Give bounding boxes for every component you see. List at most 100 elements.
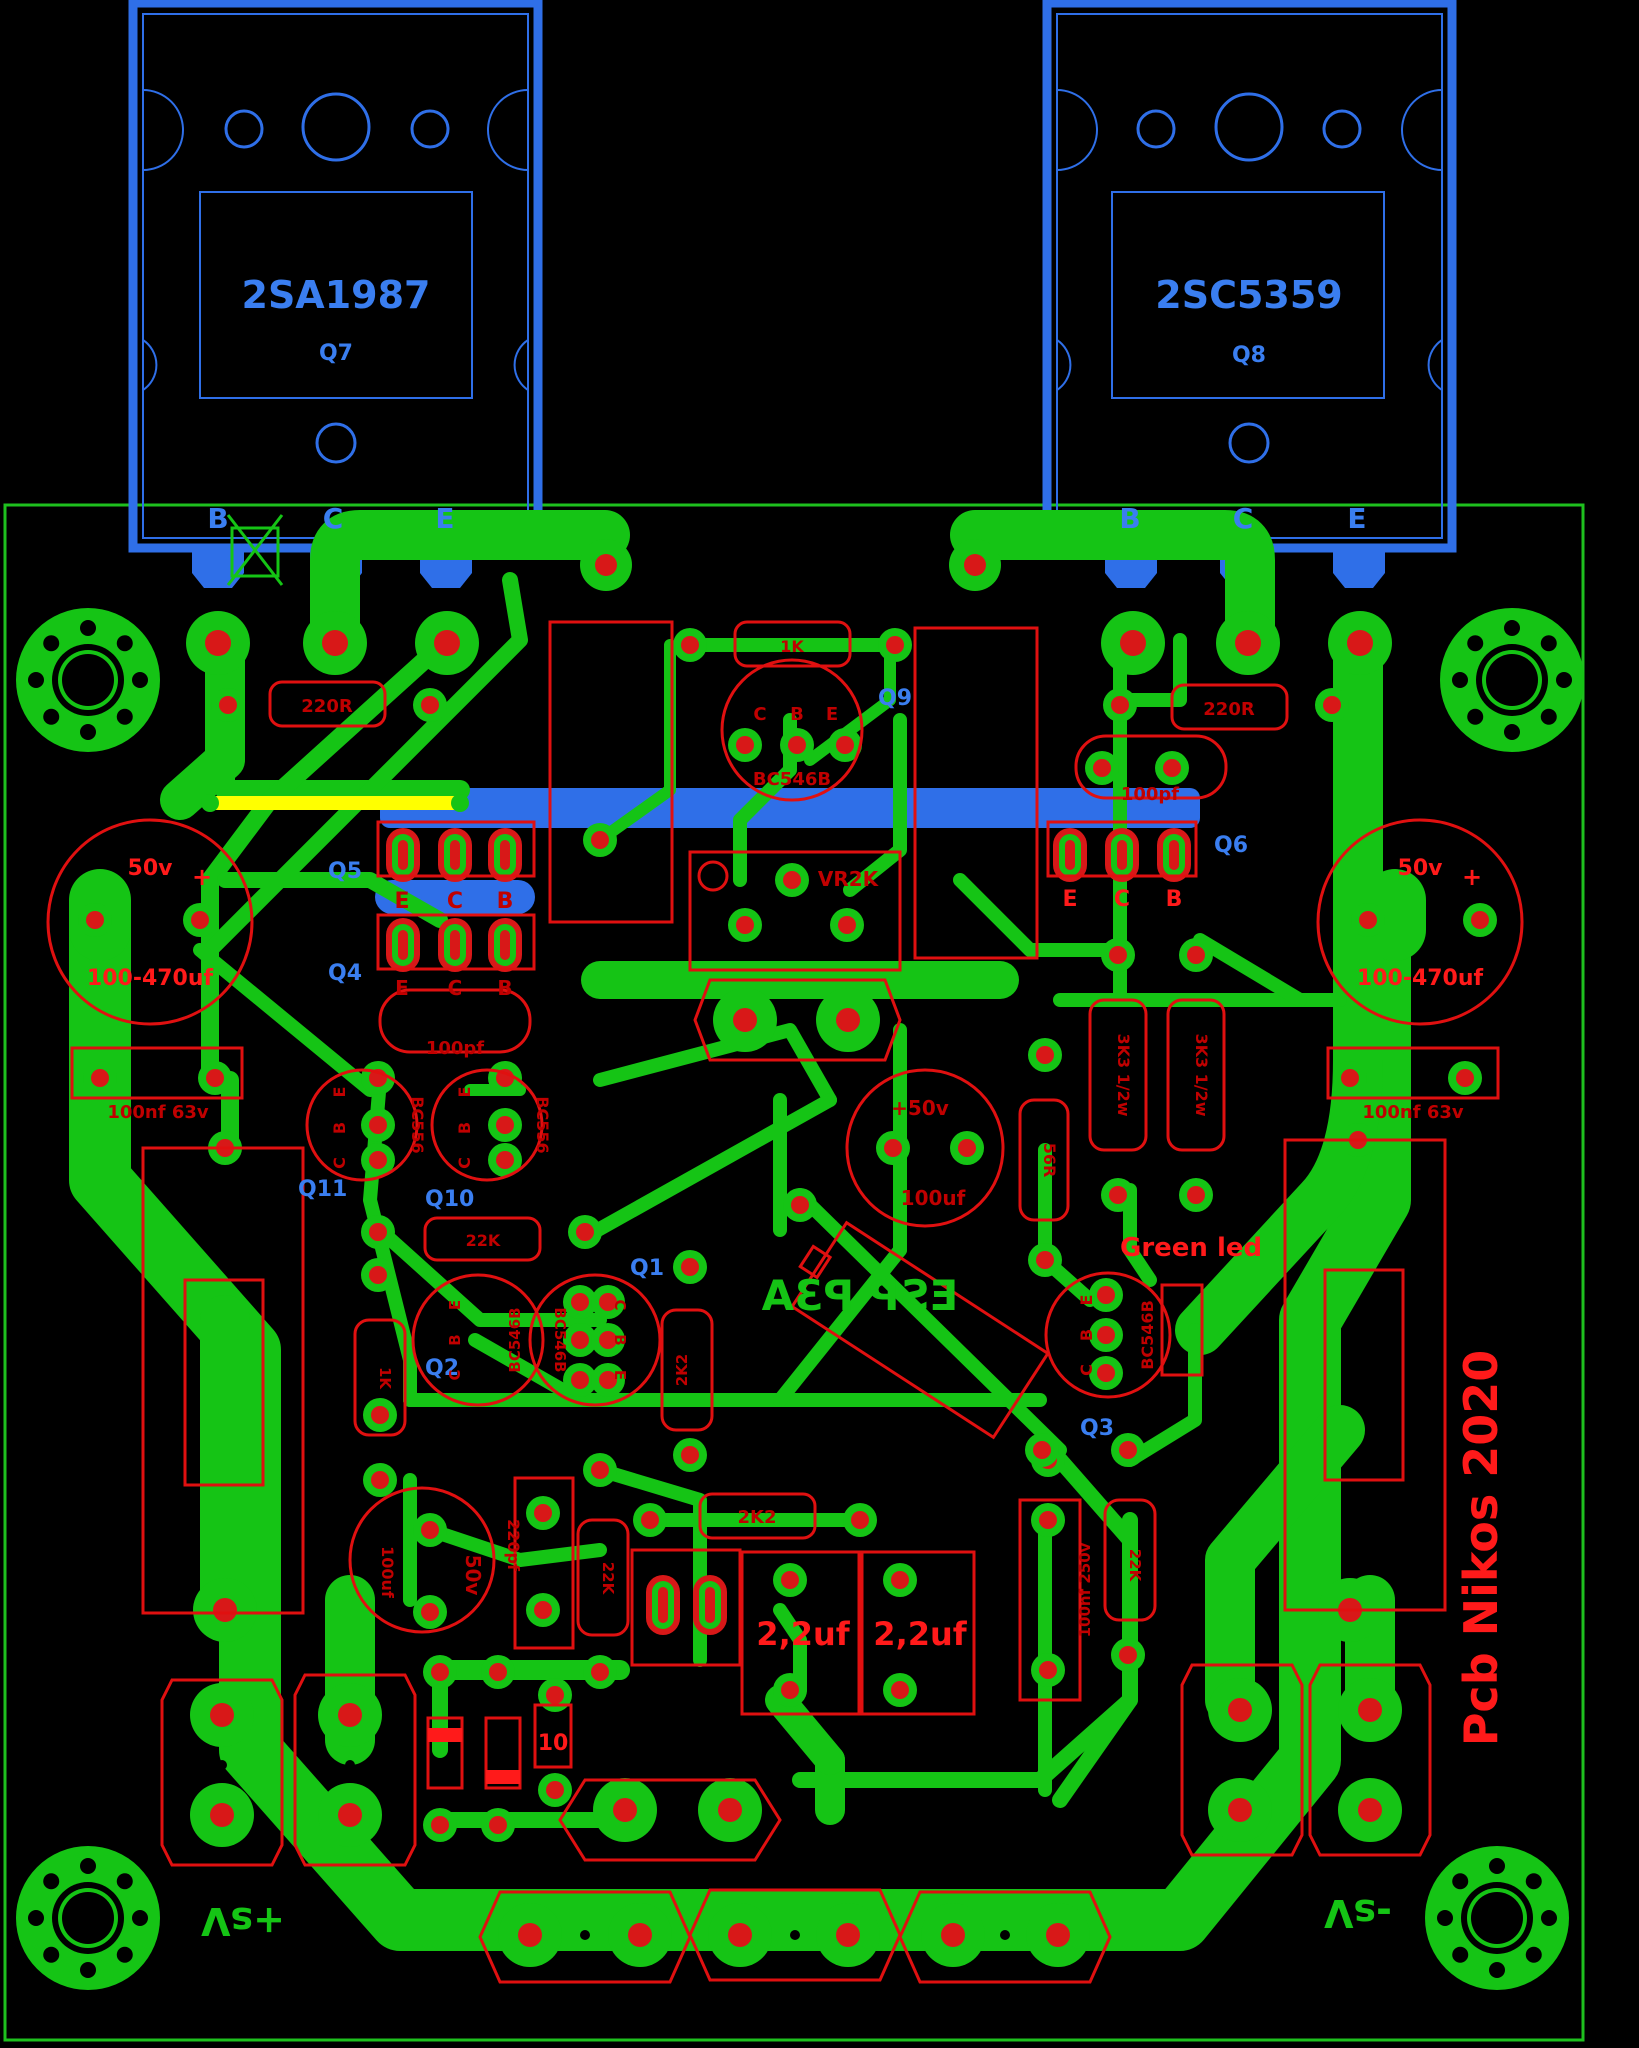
label-1k: 1K (780, 637, 804, 656)
q7-part-label: 2SA1987 (242, 273, 431, 317)
pad (1085, 751, 1119, 785)
label-q2-b: B (446, 1334, 464, 1345)
connector-pad (713, 988, 777, 1052)
ref-q5: Q5 (328, 859, 362, 884)
connector-pad (816, 1903, 880, 1967)
connector-dot (673, 1805, 683, 1815)
mounting-hole-top-right (1440, 608, 1584, 752)
connector-pad (1208, 1778, 1272, 1842)
pad (728, 908, 762, 942)
label-q6-e: E (1062, 887, 1077, 912)
ref-q10: Q10 (425, 1187, 474, 1212)
pad (488, 1108, 522, 1142)
pad (198, 1061, 232, 1095)
pad (481, 1655, 515, 1689)
power-pad (415, 611, 479, 675)
pad (363, 1398, 397, 1432)
pad-q4 (488, 918, 522, 972)
label-q1-b: B (611, 1334, 629, 1345)
q8-pin-e: E (1347, 502, 1366, 535)
silkscreen (46, 620, 1524, 1984)
pad (673, 628, 707, 662)
label-q3-c: C (1077, 1364, 1096, 1376)
connector-dot (792, 1015, 802, 1025)
pad (211, 688, 245, 722)
pad (773, 1673, 807, 1707)
diode-bands (428, 1728, 520, 1784)
power-pad (303, 611, 367, 675)
pad (883, 1673, 917, 1707)
pad (1351, 903, 1385, 937)
pad (728, 728, 762, 762)
label-bc546b-q1: BC546B (551, 1307, 569, 1372)
label-100pf-q4: 100pf (426, 1038, 484, 1059)
pad-q6 (1105, 828, 1139, 882)
power-pad (1101, 611, 1165, 675)
q7-pin-c: C (323, 502, 344, 535)
pad-q5 (386, 828, 420, 882)
pad (563, 1363, 597, 1397)
pad (1031, 1653, 1065, 1687)
pad (633, 1503, 667, 1537)
pad (591, 1363, 625, 1397)
connector-pad (921, 1903, 985, 1967)
label-220r-right: 220R (1203, 699, 1255, 720)
label-q6-b: B (1166, 887, 1183, 912)
label-22uf-b: 2,2uf (873, 1615, 967, 1653)
pad (1155, 751, 1189, 785)
label-3k3-a: 3K3 1/2w (1114, 1033, 1133, 1116)
connector-pad (1338, 1678, 1402, 1742)
pad (526, 1496, 560, 1530)
connector-pad (698, 1778, 762, 1842)
pad (1179, 1178, 1213, 1212)
pads (16, 539, 1584, 1990)
connector-pad (190, 1783, 254, 1847)
label-q6-c: C (1114, 887, 1130, 912)
q8-pin-b: B (1119, 502, 1140, 535)
connector-dot (345, 1760, 355, 1770)
connector-pad (1208, 1678, 1272, 1742)
pad (423, 1808, 457, 1842)
label-esp-mirror: ESP P3A (761, 1271, 958, 1320)
pad (673, 1438, 707, 1472)
connector-dot (790, 1930, 800, 1940)
label-q9-b: B (790, 704, 804, 725)
pad (775, 863, 809, 897)
label-q3-b: B (1077, 1329, 1096, 1341)
label-cap-left-val: 100-470uf (87, 966, 214, 991)
q7-ref-label: Q7 (319, 341, 353, 366)
pad (1028, 1038, 1062, 1072)
pad (363, 1463, 397, 1497)
pad (423, 1655, 457, 1689)
label-q3-e: E (1077, 1295, 1096, 1306)
label-22uf-a: 2,2uf (756, 1615, 850, 1653)
pad (526, 1593, 560, 1627)
label-cap-left-plus: + (192, 863, 212, 891)
connector-pad (593, 1778, 657, 1842)
label-3k3-b: 3K3 1/2w (1192, 1033, 1211, 1116)
pad (1101, 1178, 1135, 1212)
power-pad (1216, 611, 1280, 675)
q8-part-label: 2SC5359 (1155, 273, 1342, 317)
pad-q4 (438, 918, 472, 972)
ref-q4: Q4 (328, 961, 362, 986)
label-cap-right-v: 50v (1398, 856, 1444, 881)
label-bc556-b: BC556 (533, 1096, 552, 1153)
label-q10-e: E (455, 1087, 474, 1098)
label-cap-right-val: 100-470uf (1357, 966, 1484, 991)
connector-dot (1000, 1930, 1010, 1940)
connector-pad (193, 1578, 257, 1642)
pad (1315, 688, 1349, 722)
pad (830, 908, 864, 942)
pad (1031, 1503, 1065, 1537)
pad (1333, 1061, 1367, 1095)
q7-pin-e: E (435, 502, 454, 535)
label-q2-e: E (446, 1300, 464, 1310)
ref-q9: Q9 (878, 686, 912, 711)
power-pad (186, 611, 250, 675)
pad (673, 1250, 707, 1284)
label-100uf-v: +50v (891, 1096, 949, 1120)
rail-pad (580, 539, 632, 591)
pad (361, 1143, 395, 1177)
label-q2-c: C (446, 1369, 464, 1380)
